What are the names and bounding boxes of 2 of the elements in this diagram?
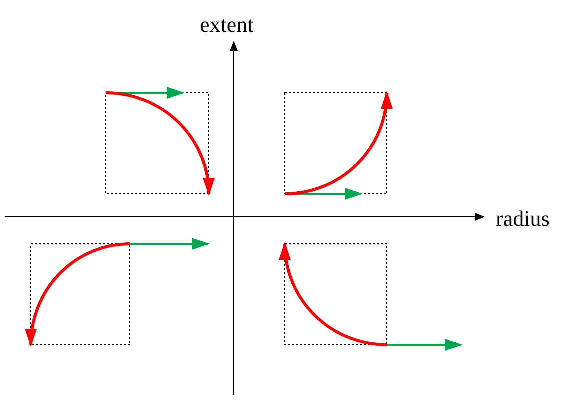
- axis-label: extent: [200, 14, 254, 36]
- axis-label: radius: [496, 208, 550, 230]
